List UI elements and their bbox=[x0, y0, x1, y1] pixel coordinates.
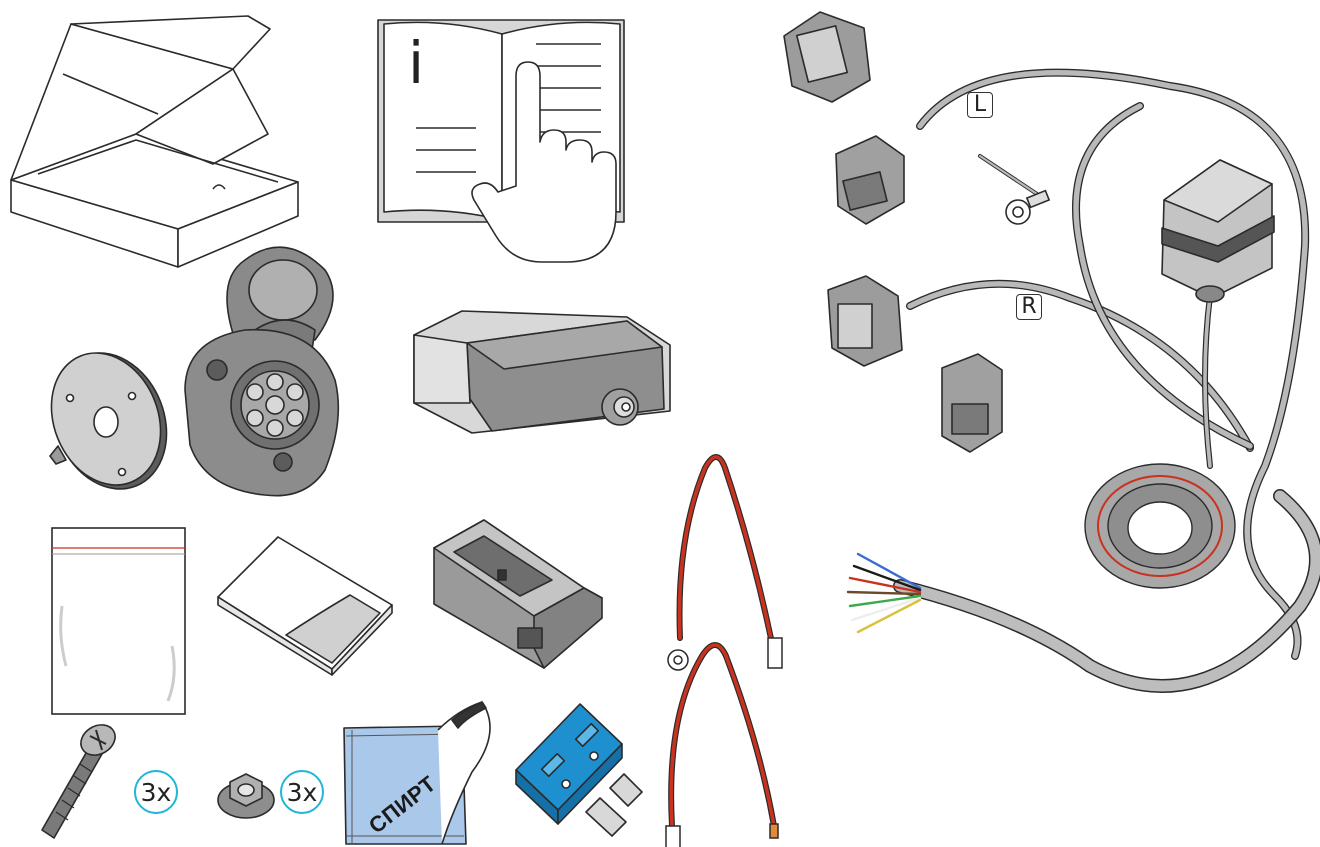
adhesive-pads bbox=[216, 535, 394, 676]
instruction-manual: i bbox=[376, 16, 628, 268]
blade-fuse bbox=[514, 700, 646, 846]
electronic-control-module bbox=[412, 303, 671, 438]
packaging-box bbox=[8, 14, 303, 269]
screw bbox=[34, 700, 116, 839]
module-holder-bracket bbox=[424, 518, 610, 670]
harness-right-label: R bbox=[1016, 294, 1042, 320]
screw-quantity-badge: 3x bbox=[134, 770, 178, 814]
flange-nut bbox=[216, 768, 278, 822]
zip-bag bbox=[50, 526, 187, 716]
info-icon: i bbox=[408, 29, 425, 97]
nut-quantity-badge: 3x bbox=[280, 770, 324, 814]
red-jumper-wires bbox=[662, 448, 790, 847]
wiring-harness: L R bbox=[780, 6, 1320, 696]
alcohol-wipe: СПИРТ bbox=[342, 700, 510, 845]
harness-left-label: L bbox=[967, 92, 993, 118]
7-pin-trailer-socket bbox=[175, 240, 350, 498]
socket-rubber-seal bbox=[40, 346, 175, 496]
